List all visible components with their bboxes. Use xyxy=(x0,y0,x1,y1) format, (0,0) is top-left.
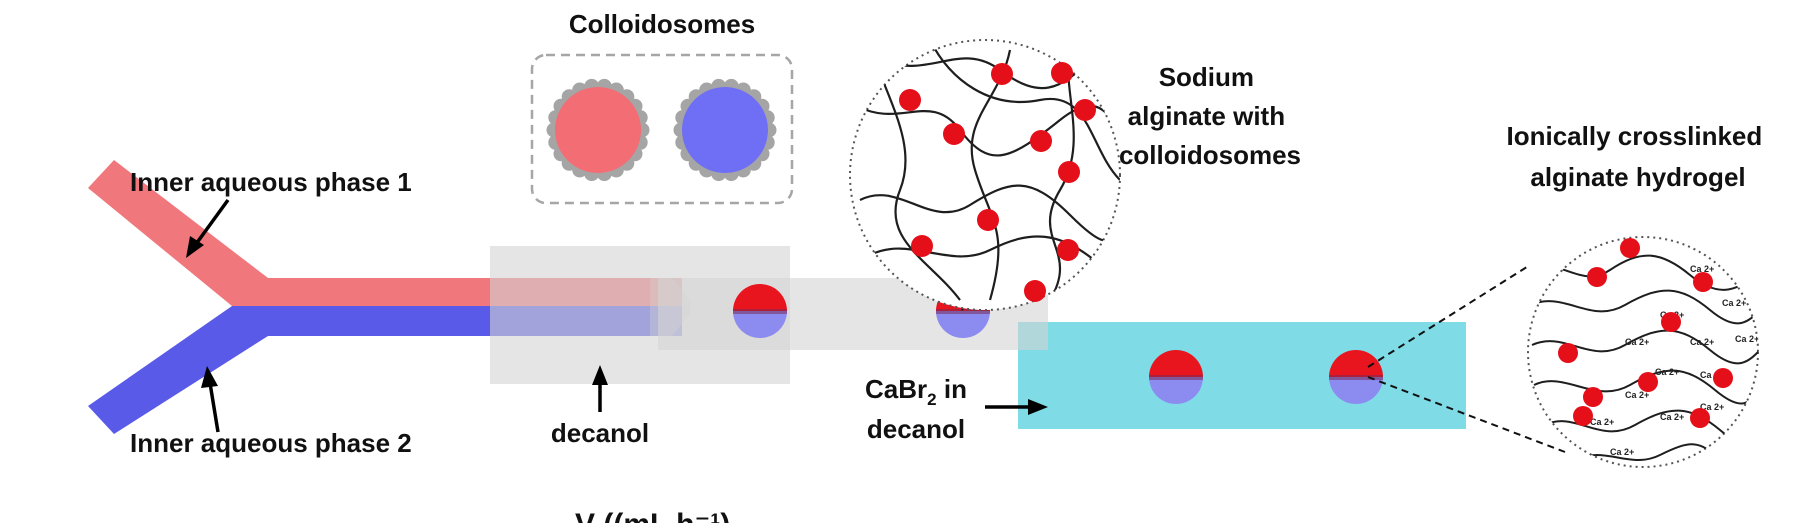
red-dot xyxy=(1587,267,1607,287)
arrow-phase-1 xyxy=(186,198,230,258)
label-cabr2-in: in xyxy=(937,374,967,404)
red-dot xyxy=(1058,161,1080,183)
label-crosslinked-line-2: alginate hydrogel xyxy=(1530,162,1745,192)
polymer-chain xyxy=(1533,369,1758,405)
inlet-channel-phase-1 xyxy=(88,160,268,306)
cabr2-bath-channel xyxy=(1018,322,1466,429)
calcium-ion-label: Ca 2+ xyxy=(1655,367,1679,377)
label-sodium-alginate: Sodium alginate with colloidosomes xyxy=(1119,62,1301,170)
zoom-connector-right-a xyxy=(1367,264,1531,368)
calcium-ion-label: Ca 2+ xyxy=(1700,370,1724,380)
label-sodium-alginate-line-1: Sodium xyxy=(1159,62,1254,92)
red-dot xyxy=(1074,99,1096,121)
red-dot xyxy=(1030,130,1052,152)
calcium-ion-label: Ca 2+ xyxy=(1690,337,1714,347)
janus-droplet xyxy=(1149,350,1203,404)
colloidosome-dots xyxy=(899,62,1096,302)
janus-droplet xyxy=(1329,350,1383,404)
red-dot xyxy=(1713,368,1733,388)
red-dot xyxy=(1661,312,1681,332)
calcium-ion-labels: Ca 2+ Ca 2+ Ca 2+ Ca 2+ Ca 2+ Ca 2+ Ca 2+ Ca 2+… xyxy=(1590,264,1759,457)
red-dot xyxy=(1573,406,1593,426)
calcium-ion-label: Ca 2+ xyxy=(1625,390,1649,400)
colloidosomes-box xyxy=(530,53,794,205)
colloidosome-blue xyxy=(682,87,768,173)
red-dot xyxy=(1051,62,1073,84)
calcium-ion-label: Ca 2+ xyxy=(1660,412,1684,422)
arrow-decanol xyxy=(592,365,608,412)
polymer-chain xyxy=(970,49,1012,301)
label-cabr2: CaBr2 in xyxy=(865,374,967,409)
polymer-chain xyxy=(859,184,1120,242)
label-cabr2-subscript: 2 xyxy=(927,390,936,409)
red-dot xyxy=(991,63,1013,85)
label-inner-aqueous-phase-1: Inner aqueous phase 1 xyxy=(130,167,412,197)
inlet-channel-phase-2 xyxy=(88,306,268,434)
label-ionically-crosslinked: Ionically crosslinked alginate hydrogel xyxy=(1506,121,1769,192)
colloidosome-red xyxy=(555,87,641,173)
janus-droplet xyxy=(733,284,787,338)
red-dot xyxy=(1620,238,1640,258)
red-dot xyxy=(899,89,921,111)
arrow-phase-2 xyxy=(201,366,220,433)
polymer-chain xyxy=(929,40,1120,181)
label-cabr2-main: CaBr xyxy=(865,374,927,404)
polymer-chain xyxy=(1529,254,1758,291)
red-dot xyxy=(1693,272,1713,292)
polymer-chain xyxy=(868,40,961,301)
red-dot xyxy=(911,235,933,257)
calcium-ion-label: Ca 2+ xyxy=(1625,337,1649,347)
red-dot xyxy=(1024,280,1046,302)
label-inner-aqueous-phase-2: Inner aqueous phase 2 xyxy=(130,428,412,458)
label-sodium-alginate-line-2: alginate with xyxy=(1128,101,1285,131)
calcium-ion-label: Ca 2+ xyxy=(1722,298,1746,308)
red-dot xyxy=(1690,408,1710,428)
arrow-cabr2 xyxy=(985,399,1048,415)
label-decanol: decanol xyxy=(551,418,649,448)
label-bottom-cut-text: V ((mL h⁻¹) xyxy=(575,508,730,523)
colloidosome-dots-crosslinked xyxy=(1558,238,1733,428)
calcium-ion-label: Ca 2+ xyxy=(1590,417,1614,427)
red-dot xyxy=(1583,387,1603,407)
label-sodium-alginate-line-3: colloidosomes xyxy=(1119,140,1301,170)
polymer-chain xyxy=(1529,289,1758,325)
red-dot xyxy=(1057,239,1079,261)
red-dot xyxy=(943,123,965,145)
label-cabr2-decanol: decanol xyxy=(867,414,965,444)
red-dot xyxy=(1558,343,1578,363)
calcium-ion-label: Ca 2+ xyxy=(1735,334,1759,344)
crosslinked-polymer-chains xyxy=(1529,254,1758,461)
calcium-ion-label: Ca 2+ xyxy=(1690,264,1714,274)
polymer-chain xyxy=(1048,40,1075,301)
label-colloidosomes: Colloidosomes xyxy=(569,9,755,39)
zoom-circle-crosslinked-hydrogel: Ca 2+ Ca 2+ Ca 2+ Ca 2+ Ca 2+ Ca 2+ Ca 2+ Ca 2+… xyxy=(1527,236,1759,468)
label-crosslinked-line-1: Ionically crosslinked xyxy=(1506,121,1762,151)
calcium-ion-label: Ca 2+ xyxy=(1610,447,1634,457)
polymer-chain xyxy=(1574,443,1721,461)
red-dot xyxy=(977,209,999,231)
calcium-ion-label: Ca 2+ xyxy=(1700,402,1724,412)
red-dot xyxy=(1638,372,1658,392)
zoom-circle-sodium-alginate xyxy=(849,39,1121,311)
